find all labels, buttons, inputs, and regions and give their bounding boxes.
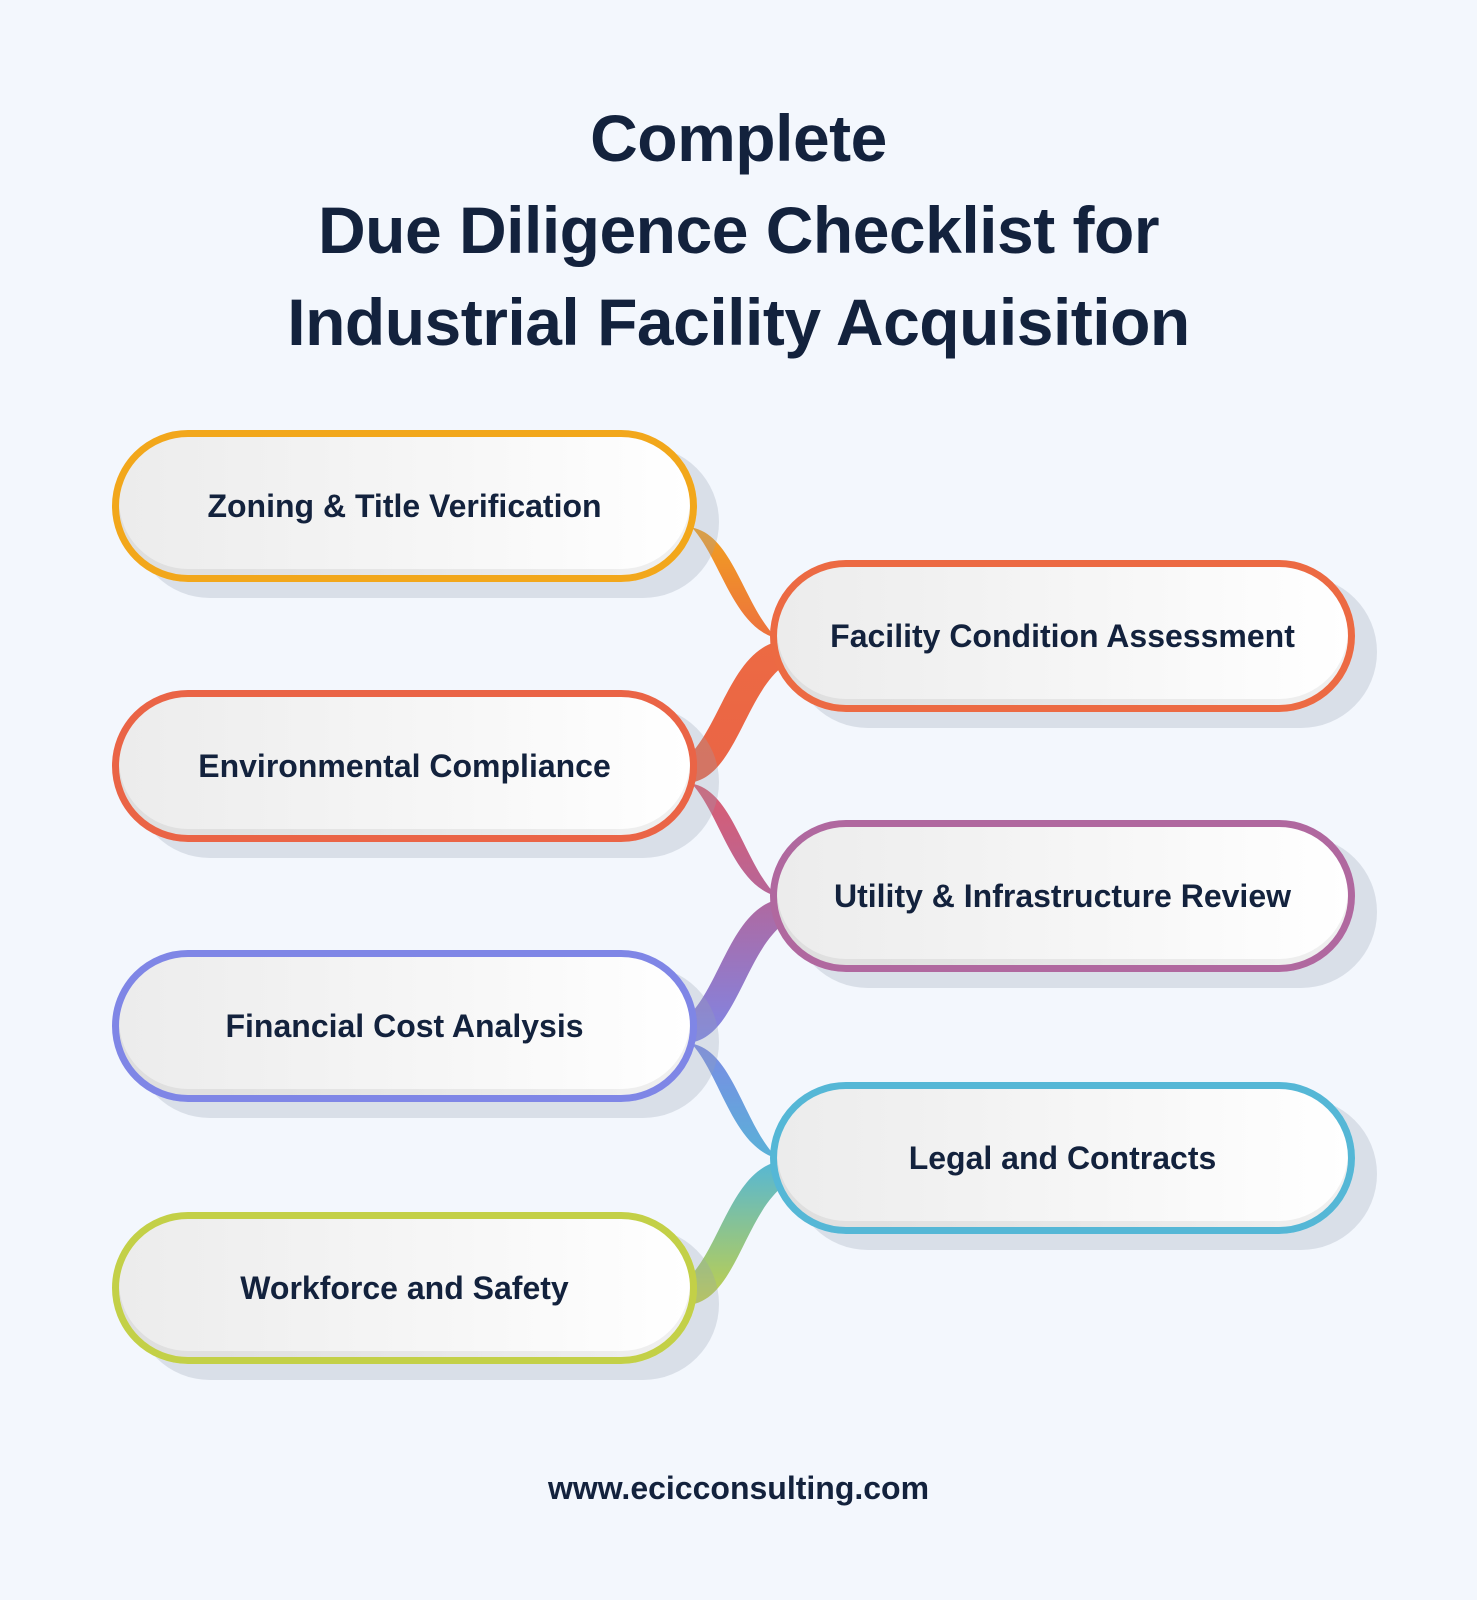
connector-1 [660, 512, 815, 655]
item-zoning-title: Zoning & Title Verification [112, 430, 697, 582]
connector-2 [660, 640, 815, 783]
title-line-3: Industrial Facility Acquisition [287, 285, 1190, 359]
item-label: Financial Cost Analysis [225, 1007, 584, 1044]
title-line-2: Due Diligence Checklist for [317, 193, 1160, 267]
page-title: Complete Due Diligence Checklist for Ind… [0, 92, 1477, 368]
footer-url: www.ecicconsulting.com [547, 1470, 930, 1506]
item-label: Environmental Compliance [198, 747, 611, 784]
title-line-1: Complete [590, 101, 887, 175]
item-workforce-safety: Workforce and Safety [112, 1212, 697, 1364]
item-legal-contracts: Legal and Contracts [770, 1082, 1355, 1234]
item-facility-condition: Facility Condition Assessment [770, 560, 1355, 712]
item-label: Facility Condition Assessment [830, 617, 1295, 654]
item-label: Zoning & Title Verification [207, 487, 602, 524]
item-financial-cost: Financial Cost Analysis [112, 950, 697, 1102]
connector-4 [660, 898, 815, 1043]
item-label: Legal and Contracts [908, 1139, 1217, 1176]
item-label: Utility & Infrastructure Review [834, 877, 1291, 914]
connector-6 [660, 1160, 815, 1305]
item-environmental: Environmental Compliance [112, 690, 697, 842]
item-utility-infrastructure: Utility & Infrastructure Review [770, 820, 1355, 972]
connector-5 [660, 1028, 815, 1175]
item-label: Workforce and Safety [240, 1269, 569, 1306]
connector-3 [660, 768, 815, 913]
